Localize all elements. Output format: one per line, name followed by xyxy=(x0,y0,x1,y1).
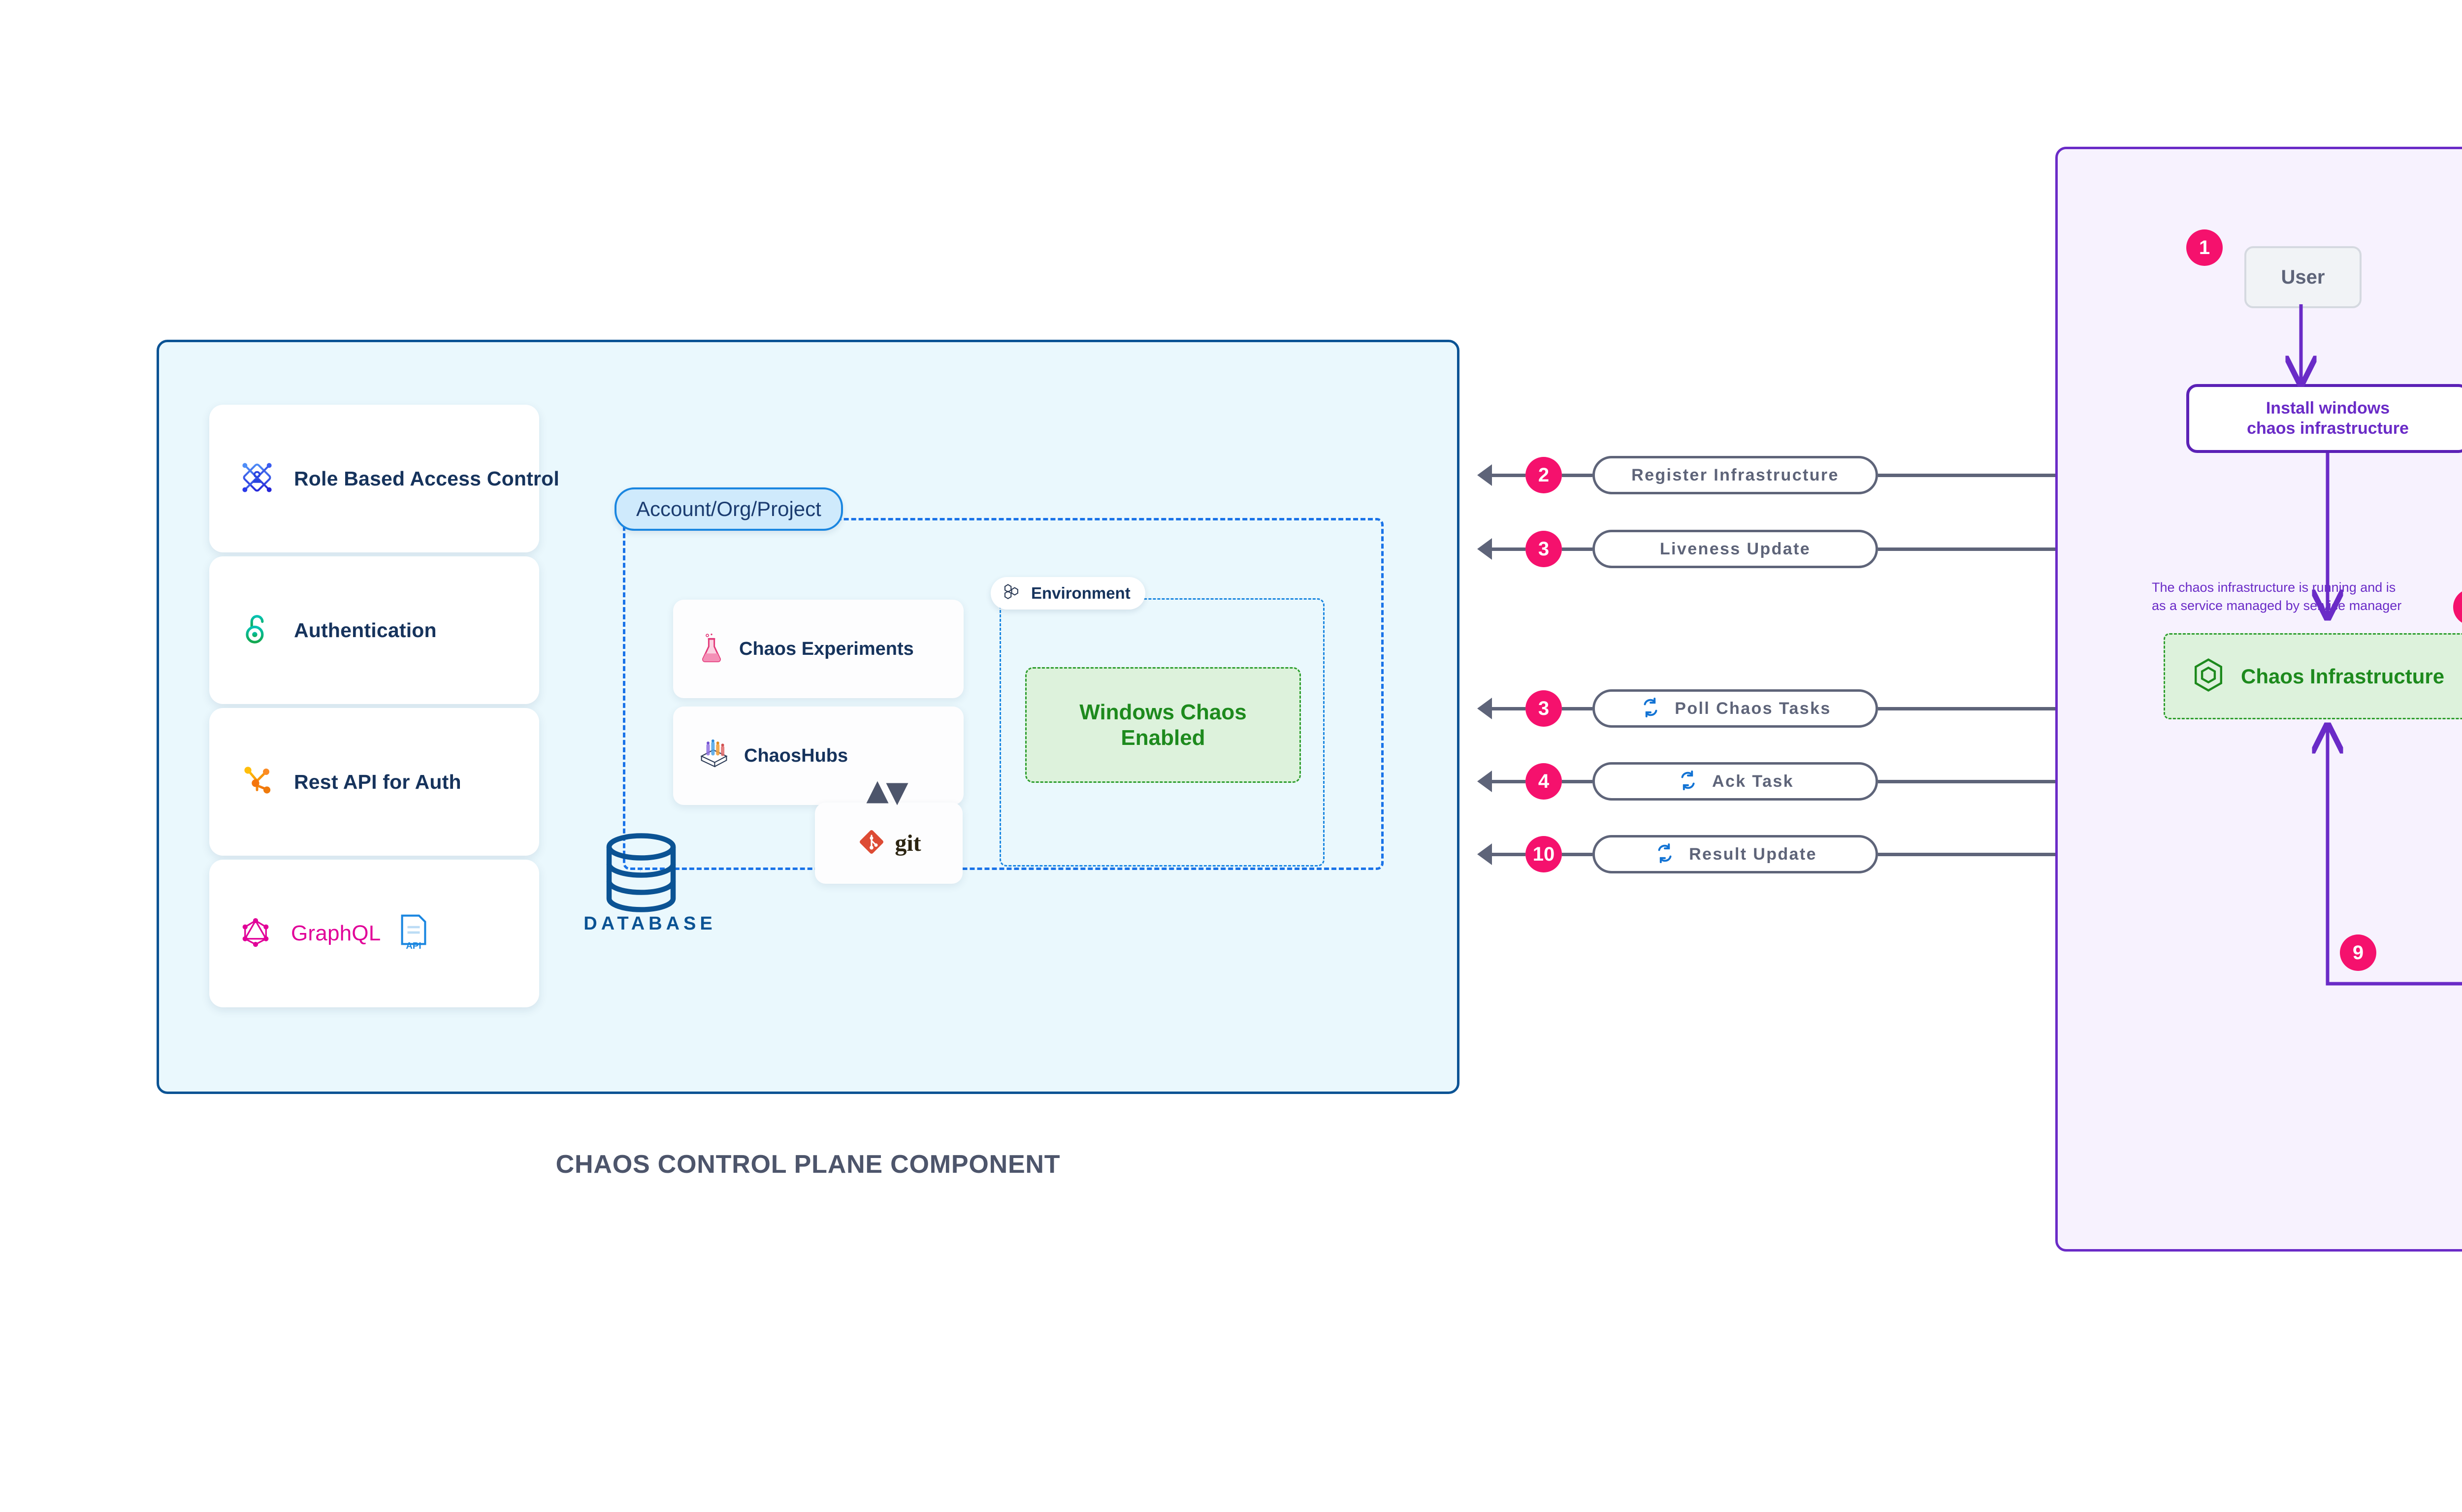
connector-row-liveness-update: 3 Liveness Update xyxy=(1477,530,2085,568)
feature-card-authentication[interactable]: Authentication xyxy=(209,556,539,704)
database-cylinder-icon xyxy=(602,832,680,921)
environment-chip[interactable]: Environment xyxy=(991,577,1145,610)
connector-label: Ack Task xyxy=(1712,772,1794,791)
account-org-project-chip[interactable]: Account/Org/Project xyxy=(615,487,843,531)
feature-label: Rest API for Auth xyxy=(294,770,461,793)
step-badge-1: 1 xyxy=(2186,229,2223,266)
rbac-diamond-icon xyxy=(239,459,275,498)
feature-label: Authentication xyxy=(294,618,437,642)
windows-chaos-enabled-box: Windows Chaos Enabled xyxy=(1025,667,1301,783)
git-label: git xyxy=(895,830,921,856)
connector-label: Poll Chaos Tasks xyxy=(1675,699,1831,718)
connector-pill[interactable]: Poll Chaos Tasks xyxy=(1592,689,1878,728)
control-plane-title: CHAOS CONTROL PLANE COMPONENT xyxy=(555,1150,1061,1179)
execution-plane-title: CHAOS EXECUTION PLANE COMPONENT xyxy=(2055,1315,2462,1344)
sync-arrows-icon xyxy=(1653,842,1676,867)
graphql-icon xyxy=(239,916,272,952)
environment-label: Environment xyxy=(1031,584,1131,602)
flask-icon xyxy=(698,633,725,666)
connector-label: Result Update xyxy=(1689,844,1817,864)
connector-label: Liveness Update xyxy=(1659,539,1811,558)
card-chaos-experiments[interactable]: Chaos Experiments xyxy=(673,600,964,698)
test-tube-rack-icon xyxy=(698,739,730,772)
svg-text:API: API xyxy=(406,940,421,950)
connector-badge: 10 xyxy=(1525,836,1562,872)
arrow-left-icon xyxy=(1477,464,1492,486)
card-git[interactable]: git xyxy=(815,803,963,884)
user-label: User xyxy=(2281,266,2325,288)
chaos-infrastructure-label: Chaos Infrastructure xyxy=(2241,664,2445,688)
open-lock-icon xyxy=(239,611,275,650)
connector-row-ack-task: 4 Ack Task xyxy=(1477,762,2085,801)
git-logo-icon xyxy=(856,827,887,860)
feature-card-graphql-api[interactable]: GraphQL API xyxy=(209,860,539,1007)
rest-api-nodes-icon xyxy=(239,763,275,802)
environment-group xyxy=(1000,598,1325,867)
connector-row-poll-chaos-tasks: 3 Poll Chaos Tasks xyxy=(1477,689,2085,728)
sync-arrows-icon xyxy=(1677,769,1699,794)
database-label: DATABASE xyxy=(583,913,716,934)
feature-label: GraphQL xyxy=(291,921,381,945)
install-label: Install windows chaos infrastructure xyxy=(2247,398,2409,438)
connector-label: Register Infrastructure xyxy=(1631,465,1839,484)
item-label: ChaosHubs xyxy=(744,745,848,766)
sync-arrows-icon xyxy=(1639,696,1662,721)
note-chaos-infrastructure-running: The chaos infrastructure is running and … xyxy=(2152,580,2402,613)
card-chaoshubs[interactable]: ChaosHubs xyxy=(673,707,964,805)
chaos-infrastructure-node[interactable]: Chaos Infrastructure xyxy=(2164,633,2462,719)
feature-card-rest-api[interactable]: Rest API for Auth xyxy=(209,708,539,856)
arrow-left-icon xyxy=(1477,538,1492,560)
install-windows-chaos-infrastructure-node[interactable]: Install windows chaos infrastructure xyxy=(2186,384,2462,453)
connector-pill[interactable]: Result Update xyxy=(1592,835,1878,873)
connector-row-result-update: 10 Result Update xyxy=(1477,835,2085,873)
connector-badge: 4 xyxy=(1525,763,1562,800)
feature-card-rbac[interactable]: Role Based Access Control xyxy=(209,405,559,552)
connector-badge: 2 xyxy=(1525,457,1562,493)
connector-pill[interactable]: Liveness Update xyxy=(1592,530,1878,568)
windows-chaos-enabled-label: Windows Chaos Enabled xyxy=(1079,700,1247,750)
step-badge-9: 9 xyxy=(2340,934,2376,971)
arrow-left-icon xyxy=(1477,698,1492,719)
connector-badge: 3 xyxy=(1525,690,1562,727)
arrow-left-icon xyxy=(1477,843,1492,865)
connector-pill[interactable]: Ack Task xyxy=(1592,762,1878,801)
arrow-left-icon xyxy=(1477,771,1492,792)
feature-label: Role Based Access Control xyxy=(294,467,559,490)
hexagon-outline-icon xyxy=(2193,658,2224,695)
user-node[interactable]: User xyxy=(2244,246,2362,308)
connector-badge: 3 xyxy=(1525,531,1562,567)
step-badge-6: 6 xyxy=(2453,589,2462,625)
connector-pill[interactable]: Register Infrastructure xyxy=(1592,456,1878,494)
hexagon-cluster-icon xyxy=(1003,581,1023,606)
account-org-project-label: Account/Org/Project xyxy=(636,497,821,520)
item-label: Chaos Experiments xyxy=(739,638,914,659)
account-org-project-group xyxy=(623,518,1384,870)
api-document-icon: API xyxy=(397,913,430,954)
connector-row-register-infrastructure: 2 Register Infrastructure xyxy=(1477,456,2085,494)
